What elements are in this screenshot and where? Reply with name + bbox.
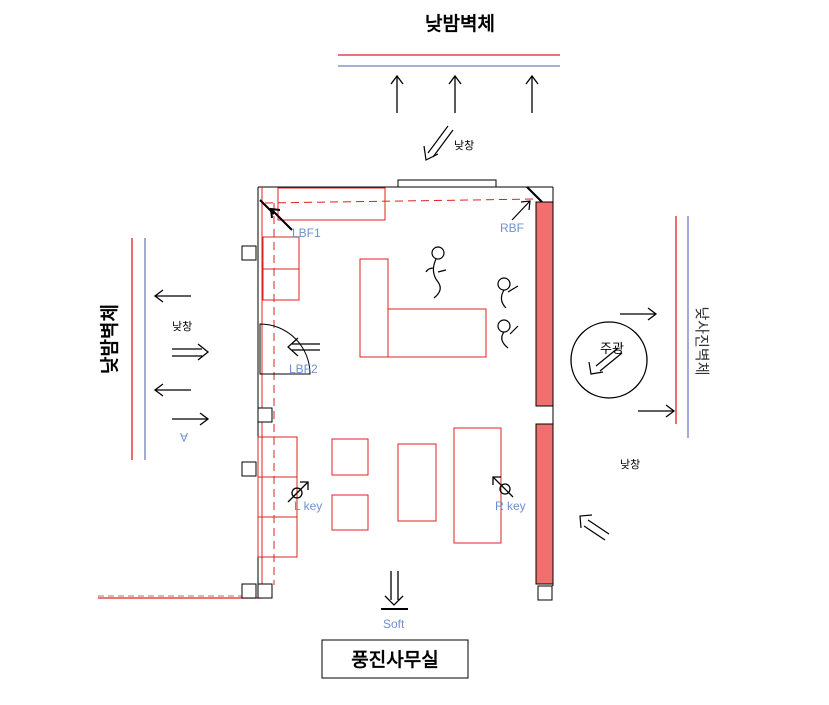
key-lights [287, 476, 514, 503]
office-label: 풍진사무실 [351, 649, 438, 671]
top-wall-label: 낮밤벽체 [425, 13, 495, 35]
right-window-double-arrow [579, 514, 610, 541]
main-light-double-arrow [588, 347, 623, 375]
person-figures [425, 246, 519, 349]
lbf2-label: LBF2 [289, 362, 318, 376]
light-markers [259, 186, 543, 231]
right-window-lower [535, 423, 554, 585]
a-mark: A [180, 430, 188, 444]
soft-label: Soft [383, 617, 405, 631]
top-window-frame [397, 179, 497, 188]
top-up-arrows [390, 74, 539, 113]
right-window-label: 낮창 [620, 458, 640, 471]
left-wall-label: 낮밤벽체 [99, 304, 121, 374]
lbf2-double-arrow [287, 337, 320, 357]
room [98, 179, 554, 601]
main-light-label: 주광 [600, 342, 624, 357]
top-window-double-arrow [423, 125, 454, 161]
rbf-label: RBF [500, 221, 524, 235]
right-wall-label: 낮사진벽체 [693, 306, 711, 375]
right-key-label: R key [495, 499, 526, 513]
right-arrows [620, 307, 676, 418]
main-light-circle [570, 321, 648, 399]
left-window-label: 낮창 [172, 320, 192, 333]
left-key-label: L key [294, 499, 322, 513]
office-box [321, 639, 469, 679]
left-arrows [153, 289, 210, 426]
right-window-upper [535, 201, 554, 407]
lbf1-label: LBF1 [292, 226, 321, 240]
top-window-label: 낮창 [454, 139, 474, 152]
soft-light-arrow [381, 571, 408, 610]
